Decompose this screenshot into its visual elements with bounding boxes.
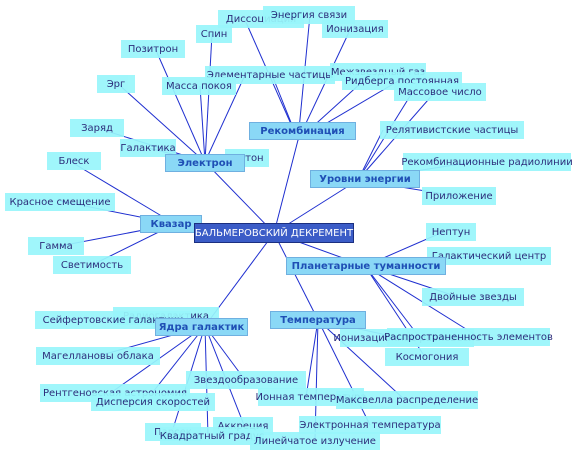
central-topic[interactable]: БАЛЬМЕРОВСКИЙ ДЕКРЕМЕНТ [194, 223, 354, 243]
branch-temperature[interactable]: Температура [270, 311, 366, 329]
node-linear-radiation[interactable]: Линейчатое излучение [250, 432, 380, 450]
node-spin[interactable]: Спин [196, 25, 232, 43]
node-erg[interactable]: Эрг [97, 75, 135, 93]
node-magellanic-clouds[interactable]: Магеллановы облака [36, 347, 160, 365]
node-double-stars[interactable]: Двойные звезды [422, 288, 524, 306]
node-redshift[interactable]: Красное смещение [5, 193, 115, 211]
branch-quasar[interactable]: Квазар [140, 215, 202, 233]
node-velocity-dispersion[interactable]: Дисперсия скоростей [91, 393, 215, 411]
node-galaxy[interactable]: Галактика [120, 139, 176, 157]
node-seyfert-galaxies[interactable]: Сейфертовские галактики [35, 311, 191, 329]
node-charge[interactable]: Заряд [70, 119, 124, 137]
node-positron[interactable]: Позитрон [121, 40, 185, 58]
node-relativistic-particles[interactable]: Релятивистские частицы [380, 121, 524, 139]
node-maxwell-distribution[interactable]: Максвелла распределение [336, 391, 478, 409]
node-mass-number[interactable]: Массовое число [394, 83, 486, 101]
branch-energy-levels[interactable]: Уровни энергии [310, 170, 420, 188]
branch-recombination[interactable]: Рекомбинация [249, 122, 356, 140]
node-ionization[interactable]: Ионизация [322, 20, 388, 38]
node-rest-mass[interactable]: Масса покоя [162, 77, 236, 95]
node-star-formation[interactable]: Звездообразование [186, 371, 306, 389]
node-cosmogony[interactable]: Космогония [385, 348, 469, 366]
node-bond-energy[interactable]: Энергия связи [263, 6, 355, 24]
node-application[interactable]: Приложение [422, 187, 496, 205]
node-gamma[interactable]: Гамма [28, 237, 84, 255]
node-square-degree[interactable]: Квадратный градус [160, 427, 264, 445]
node-elementary-particles[interactable]: Элементарные частицы [205, 66, 335, 84]
node-brightness[interactable]: Блеск [47, 152, 101, 170]
node-electron-temperature[interactable]: Электронная температура [299, 416, 441, 434]
node-recombination-radio-lines[interactable]: Рекомбинационные радиолинии [401, 153, 573, 171]
branch-galactic-nucleus[interactable]: Ядра галактик [155, 318, 248, 336]
node-luminosity[interactable]: Светимость [53, 256, 131, 274]
node-element-abundance[interactable]: Распространенность элементов [384, 328, 553, 346]
branch-electron[interactable]: Электрон [165, 154, 245, 172]
node-galactic-center[interactable]: Галактический центр [427, 247, 551, 265]
node-neptune[interactable]: Нептун [426, 223, 476, 241]
branch-planetary-nebula[interactable]: Планетарные туманности [286, 257, 446, 275]
